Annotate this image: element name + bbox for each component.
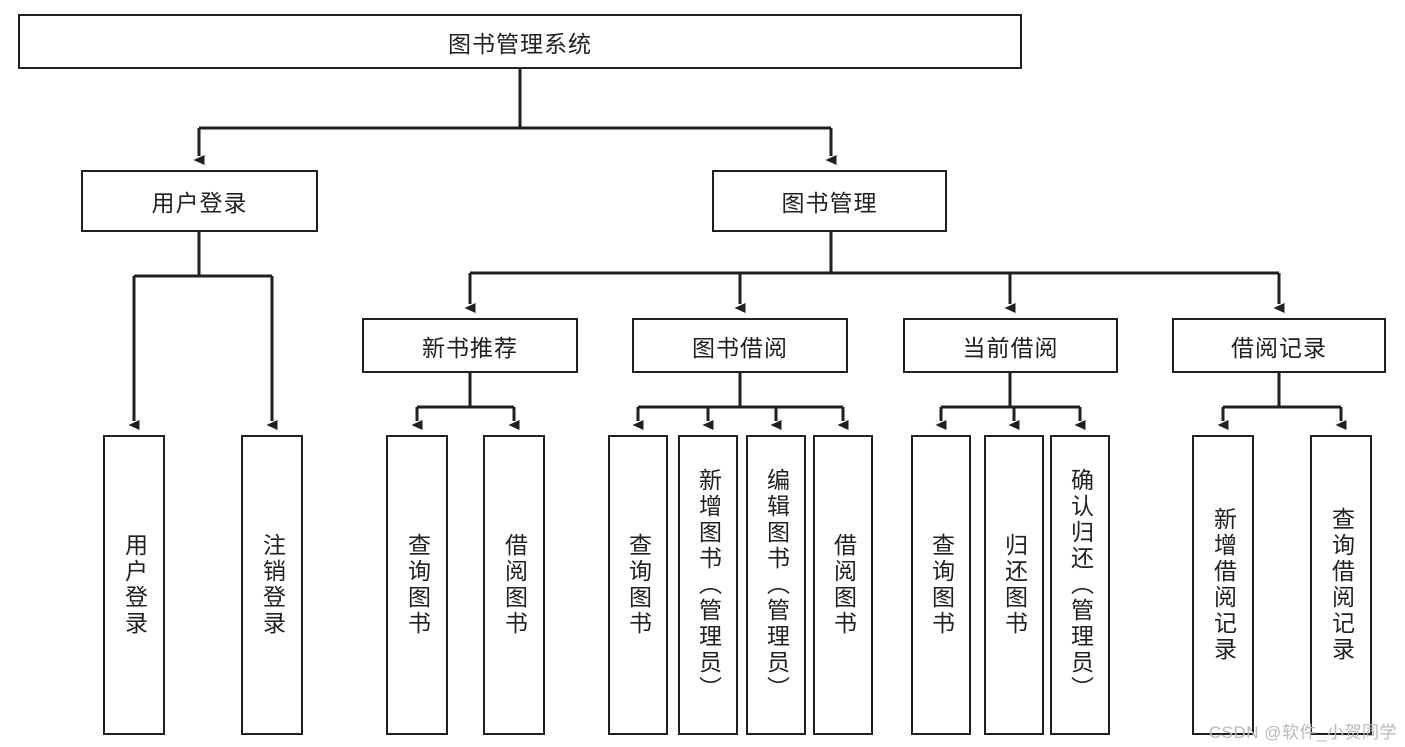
watermark-text: CSDN @软件_小贺同学 bbox=[1208, 723, 1397, 742]
node-leaf-query-book-rec-label: 查询图书 bbox=[404, 533, 431, 637]
node-borrow-record-label: 借阅记录 bbox=[1231, 334, 1327, 361]
node-leaf-query-book-cur[interactable]: 查询图书 bbox=[911, 435, 971, 735]
node-leaf-user-login-label: 用户登录 bbox=[121, 533, 148, 637]
node-leaf-add-record-label: 新增借阅记录 bbox=[1210, 507, 1237, 663]
node-user-login-label: 用户登录 bbox=[151, 190, 248, 216]
node-leaf-return-book[interactable]: 归还图书 bbox=[984, 435, 1044, 735]
node-new-book-rec[interactable]: 新书推荐 bbox=[362, 318, 578, 373]
node-leaf-confirm-return[interactable]: 确认归还（管理员） bbox=[1050, 435, 1110, 735]
node-leaf-user-logout[interactable]: 注销登录 bbox=[241, 435, 303, 735]
node-leaf-return-book-label: 归还图书 bbox=[1001, 533, 1028, 637]
node-leaf-edit-book[interactable]: 编辑图书（管理员） bbox=[746, 435, 806, 735]
node-leaf-query-record[interactable]: 查询借阅记录 bbox=[1310, 435, 1372, 735]
node-root-label: 图书管理系统 bbox=[448, 30, 592, 57]
node-leaf-borrow-book-rec-label: 借阅图书 bbox=[501, 533, 528, 637]
node-current-borrow-label: 当前借阅 bbox=[962, 334, 1059, 361]
node-leaf-query-book-borrow[interactable]: 查询图书 bbox=[608, 435, 668, 735]
node-leaf-user-login[interactable]: 用户登录 bbox=[103, 435, 165, 735]
node-leaf-borrow-book-label: 借阅图书 bbox=[830, 533, 857, 637]
node-leaf-query-record-label: 查询借阅记录 bbox=[1328, 507, 1355, 663]
node-book-borrow-label: 图书借阅 bbox=[692, 334, 788, 361]
node-leaf-borrow-book-rec[interactable]: 借阅图书 bbox=[483, 435, 545, 735]
node-user-login[interactable]: 用户登录 bbox=[81, 170, 318, 232]
node-leaf-add-book[interactable]: 新增图书（管理员） bbox=[678, 435, 738, 735]
node-book-manage[interactable]: 图书管理 bbox=[712, 170, 947, 232]
node-leaf-query-book-borrow-label: 查询图书 bbox=[625, 533, 652, 637]
node-leaf-borrow-book[interactable]: 借阅图书 bbox=[813, 435, 873, 735]
node-leaf-edit-book-label: 编辑图书（管理员） bbox=[763, 468, 790, 702]
node-leaf-query-book-cur-label: 查询图书 bbox=[928, 533, 955, 637]
node-book-borrow[interactable]: 图书借阅 bbox=[632, 318, 848, 373]
node-leaf-confirm-return-label: 确认归还（管理员） bbox=[1067, 468, 1094, 702]
node-borrow-record[interactable]: 借阅记录 bbox=[1172, 318, 1386, 373]
node-current-borrow[interactable]: 当前借阅 bbox=[903, 318, 1118, 373]
node-leaf-add-record[interactable]: 新增借阅记录 bbox=[1192, 435, 1254, 735]
node-book-manage-label: 图书管理 bbox=[781, 190, 878, 216]
node-root[interactable]: 图书管理系统 bbox=[18, 14, 1022, 69]
node-leaf-add-book-label: 新增图书（管理员） bbox=[695, 468, 722, 702]
node-leaf-user-logout-label: 注销登录 bbox=[259, 533, 286, 637]
node-leaf-query-book-rec[interactable]: 查询图书 bbox=[386, 435, 448, 735]
node-new-book-rec-label: 新书推荐 bbox=[422, 334, 518, 361]
